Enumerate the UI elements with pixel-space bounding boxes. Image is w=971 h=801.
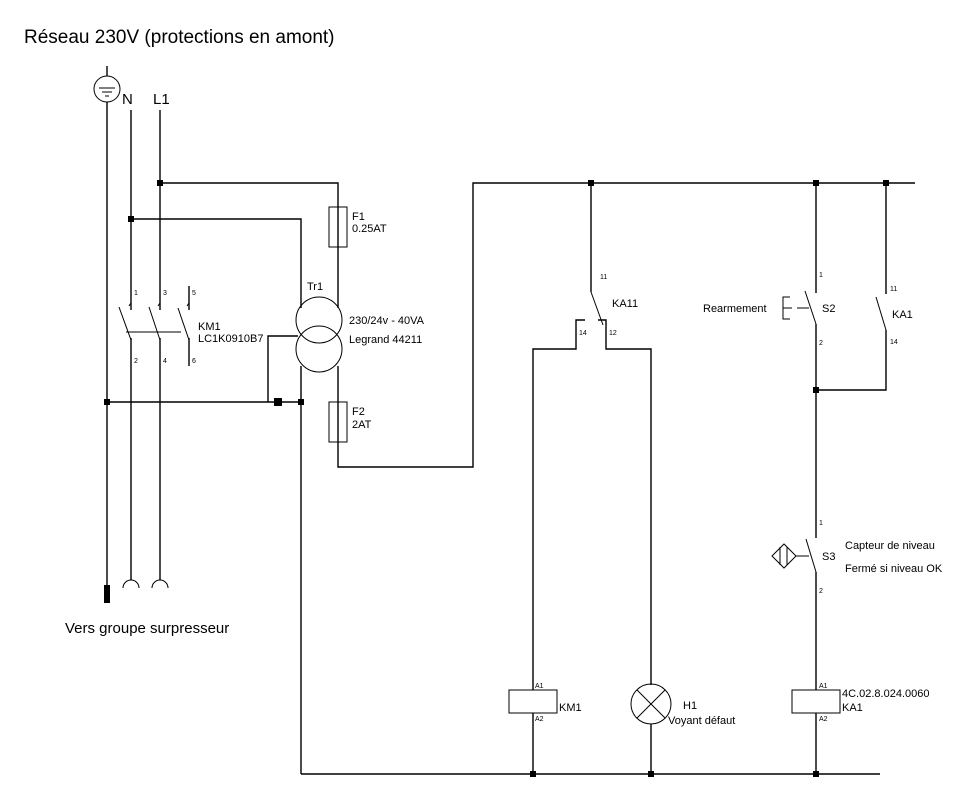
earth-icon bbox=[93, 66, 121, 103]
ka1-coil bbox=[791, 689, 841, 714]
ka1-coil-pin-a2: A2 bbox=[819, 716, 828, 723]
ka1-pin-14: 14 bbox=[890, 339, 898, 346]
junction bbox=[298, 399, 304, 405]
ka1-hold-wire bbox=[816, 330, 887, 391]
junction bbox=[274, 398, 282, 406]
phase-to-f1-wire bbox=[160, 182, 339, 207]
ka11-pin-14: 14 bbox=[579, 330, 587, 337]
junction bbox=[128, 216, 134, 222]
ka1-contact-blade bbox=[875, 296, 887, 331]
km1-coil-ref: KM1 bbox=[559, 702, 582, 714]
km1-coil-pin-a2: A2 bbox=[535, 716, 544, 723]
ka1-coil-part: 4C.02.8.024.0060 bbox=[842, 688, 929, 700]
junction bbox=[104, 399, 110, 405]
level-sensor-icon bbox=[771, 543, 809, 569]
s2-label: Rearmement bbox=[703, 303, 767, 315]
ka1-coil-ref: KA1 bbox=[842, 702, 863, 714]
neutral-label: N bbox=[122, 91, 133, 108]
s3-ref: S3 bbox=[822, 551, 835, 563]
junction bbox=[157, 180, 163, 186]
phase-socket-icon bbox=[151, 579, 169, 589]
ka11-pin-11: 11 bbox=[600, 274, 607, 281]
s3-contact-blade bbox=[805, 538, 817, 573]
s3-description: Capteur de niveau bbox=[845, 540, 935, 552]
pushbutton-icon bbox=[782, 296, 809, 320]
km1-coil bbox=[508, 689, 558, 714]
neutral-to-tr1-wire bbox=[131, 218, 302, 308]
km1-coil-pin-a1: A1 bbox=[535, 683, 544, 690]
s2-pin-2: 2 bbox=[819, 340, 823, 347]
indicator-lamp-icon bbox=[630, 683, 672, 725]
ka11-ref: KA11 bbox=[612, 298, 638, 310]
24v-supply-wire bbox=[337, 182, 915, 468]
phase-label: L1 bbox=[153, 91, 170, 108]
tr1-spec: 230/24v - 40VA bbox=[349, 315, 425, 327]
tr1-secondary-0v bbox=[267, 335, 298, 402]
ka1-contact-ref: KA1 bbox=[892, 309, 913, 321]
tr1-ref: Tr1 bbox=[307, 281, 323, 293]
km1-pin-6: 6 bbox=[192, 358, 196, 365]
ka11-no-wire bbox=[532, 319, 585, 690]
s3-condition: Fermé si niveau OK bbox=[845, 563, 943, 575]
km1-pin-1: 1 bbox=[134, 290, 138, 297]
junction bbox=[648, 771, 654, 777]
output-label: Vers groupe surpresseur bbox=[65, 620, 229, 637]
f2-ref: F2 bbox=[352, 406, 365, 418]
km1-pin-4: 4 bbox=[163, 358, 167, 365]
s3-pin-2: 2 bbox=[819, 588, 823, 595]
neutral-socket-icon bbox=[122, 579, 140, 589]
s2-contact-blade bbox=[804, 290, 817, 325]
ka11-nc-wire bbox=[598, 319, 652, 685]
f1-ref: F1 bbox=[352, 211, 365, 223]
junction bbox=[530, 771, 536, 777]
junction bbox=[813, 771, 819, 777]
tr1-part: Legrand 44211 bbox=[349, 334, 422, 346]
ka1-coil-pin-a1: A1 bbox=[819, 683, 828, 690]
ka1-pin-11: 11 bbox=[890, 286, 897, 293]
f1-rating: 0.25AT bbox=[352, 223, 387, 235]
transformer-tr1 bbox=[295, 296, 343, 373]
ka11-pin-12: 12 bbox=[609, 330, 617, 337]
s2-ref: S2 bbox=[822, 303, 835, 315]
s2-pin-1: 1 bbox=[819, 272, 823, 279]
earth-terminal bbox=[104, 585, 110, 603]
f2-rating: 2AT bbox=[352, 419, 372, 431]
km1-part: LC1K0910B7 bbox=[198, 333, 263, 345]
km1-pin-5: 5 bbox=[192, 290, 196, 297]
km1-ref: KM1 bbox=[198, 321, 221, 333]
h1-ref: H1 bbox=[683, 700, 697, 712]
s3-pin-1: 1 bbox=[819, 520, 823, 527]
km1-power-contacts bbox=[118, 286, 190, 366]
km1-pin-3: 3 bbox=[163, 290, 167, 297]
h1-label: Voyant défaut bbox=[668, 715, 735, 727]
diagram-title: Réseau 230V (protections en amont) bbox=[24, 27, 335, 48]
km1-pin-2: 2 bbox=[134, 358, 138, 365]
